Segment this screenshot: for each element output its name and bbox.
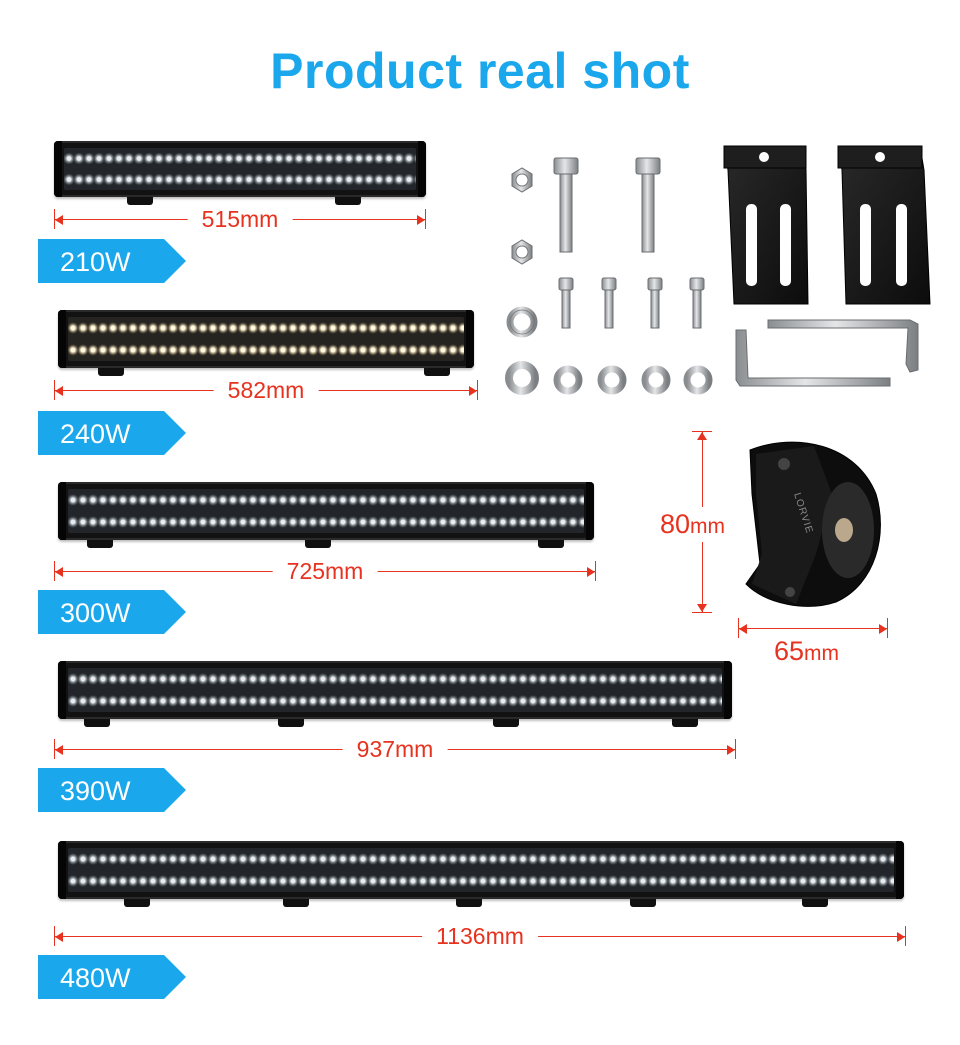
dimension-line-515: 515mm bbox=[54, 206, 426, 233]
mount-foot bbox=[87, 540, 113, 548]
power-label: 300W bbox=[60, 598, 131, 628]
power-tag-240w: 240W bbox=[38, 411, 186, 455]
mount-foot bbox=[424, 368, 450, 376]
mount-foot bbox=[283, 899, 309, 907]
mount-foot bbox=[493, 719, 519, 727]
allen-bolt bbox=[601, 277, 617, 329]
power-tag-390w: 390W bbox=[38, 768, 186, 812]
light-bar-240w bbox=[58, 310, 474, 368]
pod-light: LORVIE bbox=[745, 441, 881, 607]
dimension-line-937: 937mm bbox=[54, 736, 736, 763]
light-bar-390w bbox=[58, 661, 732, 719]
hex-bolt bbox=[553, 157, 579, 253]
length-label: 725mm bbox=[272, 558, 378, 585]
light-bar-300w bbox=[58, 482, 594, 540]
mounting-bracket bbox=[837, 145, 931, 305]
hex-nut bbox=[511, 167, 533, 193]
mount-foot bbox=[124, 899, 150, 907]
pod-height-label: 80mm bbox=[660, 507, 726, 542]
mount-foot bbox=[456, 899, 482, 907]
mount-foot bbox=[278, 719, 304, 727]
hardware-kit bbox=[505, 145, 931, 395]
dimension-line-1136: 1136mm bbox=[54, 923, 906, 950]
allen-bolt bbox=[558, 277, 574, 329]
pod-width-label: 65mm bbox=[774, 636, 840, 666]
length-label: 515mm bbox=[187, 206, 293, 233]
dimension-line-582: 582mm bbox=[54, 377, 478, 404]
power-tag-300w: 300W bbox=[38, 590, 186, 634]
hex-nut bbox=[511, 239, 533, 265]
mount-foot bbox=[335, 197, 361, 205]
page-title: Product real shot bbox=[270, 43, 690, 99]
mount-foot bbox=[305, 540, 331, 548]
allen-bolt bbox=[647, 277, 663, 329]
spring-washer bbox=[506, 306, 538, 338]
allen-key bbox=[735, 319, 919, 387]
mount-foot bbox=[127, 197, 153, 205]
hex-bolt bbox=[635, 157, 661, 253]
power-label: 390W bbox=[60, 776, 131, 806]
power-tag-210w: 210W bbox=[38, 239, 186, 283]
mount-foot bbox=[630, 899, 656, 907]
flat-washer bbox=[505, 361, 713, 395]
power-label: 480W bbox=[60, 963, 131, 993]
mount-foot bbox=[802, 899, 828, 907]
power-tag-480w: 480W bbox=[38, 955, 186, 999]
mount-foot bbox=[84, 719, 110, 727]
allen-bolt bbox=[689, 277, 705, 329]
length-label: 582mm bbox=[213, 377, 319, 404]
power-label: 210W bbox=[60, 247, 131, 277]
dimension-line-65 bbox=[738, 618, 888, 638]
mounting-bracket bbox=[723, 145, 809, 305]
mount-foot bbox=[98, 368, 124, 376]
length-label: 1136mm bbox=[422, 923, 538, 950]
dimension-line-725: 725mm bbox=[54, 558, 596, 585]
mount-foot bbox=[538, 540, 564, 548]
power-label: 240W bbox=[60, 419, 131, 449]
light-bar-210w bbox=[54, 141, 426, 197]
light-bar-480w bbox=[58, 841, 904, 899]
mount-foot bbox=[672, 719, 698, 727]
length-label: 937mm bbox=[342, 736, 448, 763]
